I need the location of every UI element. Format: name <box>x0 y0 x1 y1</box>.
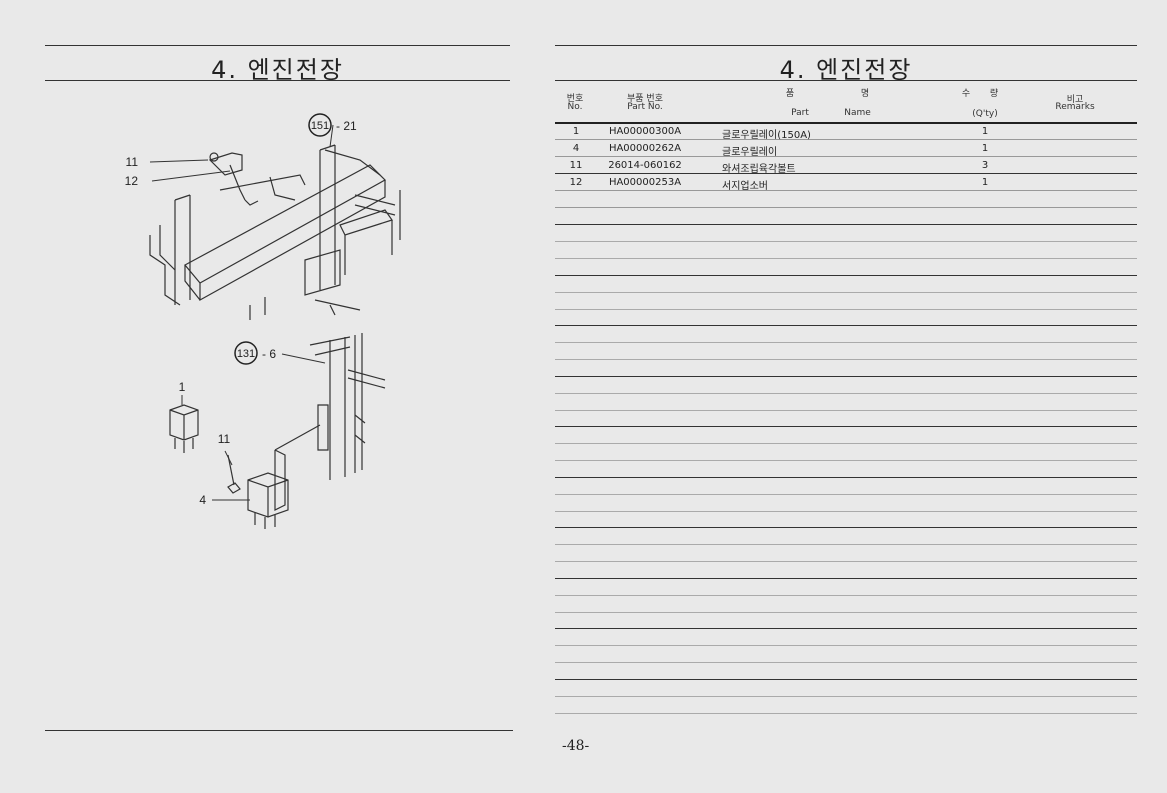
table-rule <box>555 645 1137 646</box>
header-no-en: No. <box>567 102 583 112</box>
table-rule <box>555 527 1137 528</box>
table-rule <box>555 510 1137 512</box>
table-rule <box>555 207 1137 208</box>
title-underline <box>45 80 510 81</box>
row-name: 와셔조립육각볼트 <box>722 164 796 175</box>
table-rule <box>555 409 1137 411</box>
top-rule <box>45 45 510 46</box>
left-page: 4. 엔진전장 <box>0 0 540 793</box>
table-rule <box>555 460 1137 461</box>
table-rule <box>555 628 1137 629</box>
row-part-no: HA00000300A <box>608 126 682 137</box>
table-rule <box>555 258 1137 259</box>
ref-circle-top <box>308 113 332 137</box>
row-part-no: 26014-060162 <box>608 160 682 171</box>
header-partno-kr: 부품 번호 <box>627 94 663 104</box>
right-page: 4. 엔진전장 번호 No. 부품 번호 Part No. 품 명 Part N… <box>545 0 1167 793</box>
row-name: 글로우릴레이 <box>722 147 778 158</box>
row-qty: 1 <box>981 126 989 137</box>
table-rule <box>555 241 1137 242</box>
callout-4: 4 <box>199 493 206 507</box>
row-name: 서지업소버 <box>722 181 768 192</box>
row-part-no: HA00000253A <box>608 177 682 188</box>
header-partno-en: Part No. <box>627 102 663 112</box>
row-name: 글로우릴레이(150A) <box>722 130 811 141</box>
top-rule-right <box>555 45 1137 46</box>
page-title-left: 4. 엔진전장 <box>211 56 344 84</box>
ref-circle-mid <box>234 341 258 365</box>
table-rule <box>555 561 1137 562</box>
table-rule <box>555 392 1137 394</box>
ref-suffix-mid: - 6 <box>262 347 276 361</box>
table-rule <box>555 544 1137 545</box>
row-part-no: HA00000262A <box>608 143 682 154</box>
table-rule <box>555 122 1137 124</box>
row-qty: 3 <box>981 160 989 171</box>
table-rule <box>555 443 1137 444</box>
ref-number-mid: 131 <box>237 348 255 360</box>
table-rule <box>555 476 1137 478</box>
header-remarks-en: Remarks <box>1055 102 1095 112</box>
callout-12: 12 <box>125 174 139 188</box>
parts-diagram: 151 - 21 11 12 131 - 6 1 11 4 <box>125 113 401 529</box>
header-qty-kr-1: 수 <box>961 89 971 99</box>
header-name-kr-1: 품 <box>785 89 795 99</box>
table-rule <box>555 712 1137 714</box>
table-rule <box>555 577 1137 579</box>
leader-lines <box>149 124 334 501</box>
table-rule <box>555 190 1137 191</box>
table-rule <box>555 325 1137 326</box>
header-name-en-2: Name <box>844 108 871 118</box>
table-rule <box>555 224 1137 225</box>
page-number: -48- <box>562 738 590 754</box>
table-rule <box>555 662 1137 663</box>
table-rule <box>555 594 1137 596</box>
lower-assembly-drawing <box>169 333 386 529</box>
ref-number-top: 151 <box>311 120 329 132</box>
header-no-kr: 번호 <box>566 94 584 104</box>
header-name-en-1: Part <box>791 108 809 118</box>
table-rule <box>555 359 1137 360</box>
table-rule <box>555 611 1137 613</box>
table-rule <box>555 156 1137 157</box>
table-rule <box>555 426 1137 427</box>
header-qty-en: (Q'ty) <box>972 109 998 119</box>
header-remarks-kr: 비고 <box>1066 95 1084 105</box>
callout-11-upper: 11 <box>126 155 139 169</box>
table-rule <box>555 139 1137 140</box>
title-underline-right <box>555 80 1137 81</box>
upper-assembly-drawing <box>149 144 401 320</box>
ref-suffix-top: - 21 <box>336 119 357 133</box>
callout-labels: 151 - 21 11 12 131 - 6 1 11 4 <box>125 113 357 507</box>
callout-11-lower: 11 <box>218 432 231 446</box>
table-rule <box>555 493 1137 495</box>
table-rule <box>555 291 1137 293</box>
table-rule <box>555 695 1137 697</box>
bottom-rule <box>45 730 513 731</box>
row-no: 4 <box>572 143 580 154</box>
table-rule <box>555 308 1137 310</box>
page-title-right: 4. 엔진전장 <box>779 56 913 84</box>
table-rule <box>555 274 1137 276</box>
table-rule <box>555 173 1137 174</box>
callout-1: 1 <box>179 380 186 394</box>
row-no: 1 <box>572 126 580 137</box>
header-qty-kr-2: 량 <box>989 89 999 99</box>
header-name-kr-2: 명 <box>860 89 870 99</box>
table-rule <box>555 342 1137 343</box>
table-rule <box>555 678 1137 680</box>
row-qty: 1 <box>981 143 989 154</box>
row-no: 12 <box>569 177 583 188</box>
row-no: 11 <box>569 160 583 171</box>
row-qty: 1 <box>981 177 989 188</box>
table-rule <box>555 375 1137 377</box>
